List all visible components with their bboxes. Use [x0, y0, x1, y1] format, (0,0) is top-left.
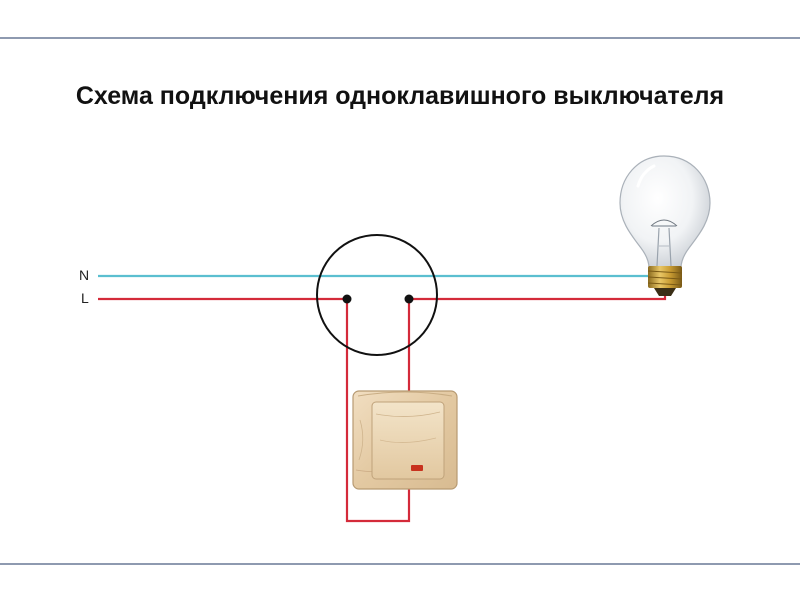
junction-terminal-left [342, 294, 352, 304]
diagram-title: Схема подключения одноклавишного выключа… [76, 82, 724, 110]
neutral-wire-label: N [79, 267, 89, 283]
switch-icon [352, 390, 458, 490]
bulb-glass [619, 155, 711, 269]
switch-key [371, 401, 445, 480]
junction-box-icon [316, 234, 438, 356]
junction-terminal-right [404, 294, 414, 304]
line-wire-label: L [81, 290, 89, 306]
line-wire-to-lamp [409, 288, 667, 301]
switch-indicator [411, 465, 423, 471]
lamp-icon [619, 155, 711, 296]
